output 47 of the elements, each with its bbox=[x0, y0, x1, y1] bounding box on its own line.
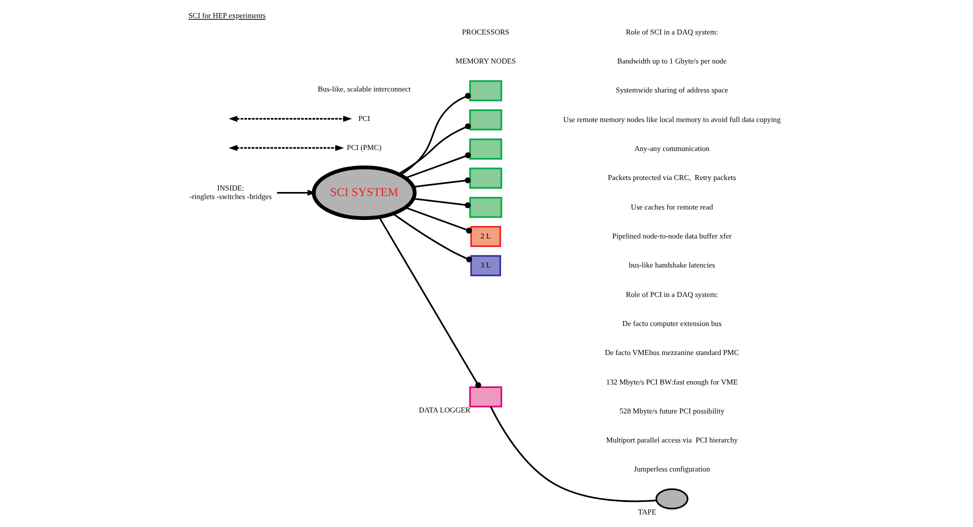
node-box: 3 L bbox=[470, 255, 502, 276]
node-box bbox=[469, 80, 502, 102]
connector bbox=[413, 198, 471, 208]
label: Packets protected via CRC, Retry packets bbox=[608, 173, 736, 182]
connector bbox=[405, 152, 471, 179]
label: De facto VMEbus mezzanine standard PMC bbox=[604, 348, 740, 358]
label: Multiport parallel access via PCI hierarchy bbox=[606, 436, 738, 445]
connector bbox=[392, 213, 472, 262]
label: Systemwide sharing of address space bbox=[616, 86, 728, 95]
label: bus-like handshake latencies bbox=[628, 260, 716, 270]
arrow bbox=[277, 190, 316, 196]
connector bbox=[378, 216, 482, 388]
label: Use remote memory nodes like local memory to avoid full data copying bbox=[563, 114, 781, 124]
label: Any-any communication bbox=[634, 144, 710, 154]
connector bbox=[400, 92, 471, 176]
connector bbox=[490, 406, 656, 502]
connector bbox=[405, 206, 472, 234]
label: Bus-like, scalable interconnect bbox=[318, 84, 411, 94]
node-box bbox=[469, 386, 502, 408]
node-text: PCI (PMC) bbox=[346, 142, 382, 152]
node-box bbox=[469, 196, 502, 218]
arrow bbox=[228, 116, 352, 122]
arrow bbox=[228, 144, 344, 151]
label: Use caches for remote read bbox=[630, 202, 714, 212]
label: MEMORY NODES bbox=[456, 56, 516, 66]
node-box: 2 L bbox=[470, 226, 502, 248]
label: Bandwidth up to 1 Gbyte/s per node bbox=[617, 56, 727, 66]
label: 528 Mbyte/s future PCI possibility bbox=[620, 406, 724, 416]
connector bbox=[398, 123, 471, 175]
label: PROCESSORS bbox=[462, 27, 510, 36]
label: Pipelined node-to-node data buffer xfer bbox=[612, 232, 732, 241]
node-box bbox=[469, 168, 502, 189]
label: Jumperless configuration bbox=[634, 464, 710, 474]
node-ellipse: SCI SYSTEM bbox=[312, 166, 417, 220]
label: 132 Mbyte/s PCI BW:fast enough for VME bbox=[606, 377, 738, 386]
connector bbox=[413, 177, 471, 188]
label: Role of SCI in a DAQ system: bbox=[626, 27, 718, 36]
node-text: PCI bbox=[358, 114, 370, 123]
label: De facto computer extension bus bbox=[622, 318, 722, 328]
node-box bbox=[469, 109, 502, 130]
label: Role of PCI in a DAQ system: bbox=[626, 290, 718, 299]
node-box bbox=[469, 138, 502, 160]
node-label: DATA LOGGER bbox=[418, 406, 470, 415]
node-label: TAPE bbox=[638, 508, 656, 517]
node-text: INSIDE: -ringlets -switches -bridges bbox=[190, 184, 272, 201]
node-circle bbox=[655, 488, 688, 510]
diagram-title: SCI for HEP experiments bbox=[188, 10, 266, 20]
